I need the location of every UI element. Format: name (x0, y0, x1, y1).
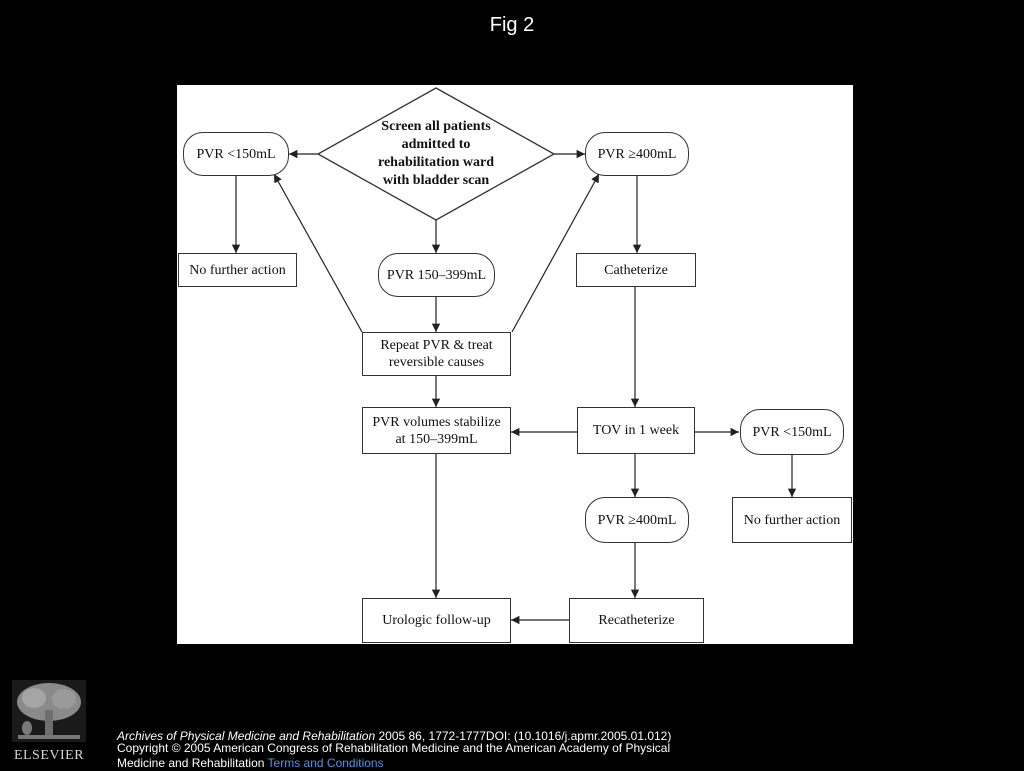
citation-details: 2005 86, 1772-1777DOI: (10.1016/j.apmr.2… (375, 729, 672, 743)
pvr-stabilize-node: PVR volumes stabilize at 150–399mL (362, 407, 511, 454)
screen-line-3: rehabilitation ward (377, 155, 495, 170)
pvr-high-bottom-node: PVR ≥400mL (585, 497, 689, 543)
journal-name: Archives of Physical Medicine and Rehabi… (117, 729, 376, 743)
screen-line-1: Screen all patients (381, 119, 491, 134)
screen-patients-text: Screen all patients admitted to rehabili… (348, 118, 524, 190)
arrow-repeat-to-high (511, 173, 600, 333)
arrow-repeat-to-low (273, 173, 363, 333)
urologic-followup-node: Urologic follow-up (362, 598, 511, 643)
flowchart-figure: Screen all patients admitted to rehabili… (177, 85, 853, 644)
elsevier-logo: ELSEVIER (10, 680, 88, 764)
terms-and-conditions-link[interactable]: Terms and Conditions (267, 756, 384, 770)
stabilize-line-2: at 150–399mL (395, 431, 478, 447)
repeat-pvr-line-1: Repeat PVR & treat (380, 338, 493, 353)
tov-node: TOV in 1 week (577, 407, 695, 454)
copyright-notice: Copyright © 2005 American Congress of Re… (117, 741, 717, 771)
copyright-text: Copyright © 2005 American Congress of Re… (117, 741, 671, 770)
screen-line-4: with bladder scan (382, 173, 490, 188)
citation: Archives of Physical Medicine and Rehabi… (117, 729, 717, 744)
no-further-action-right-node: No further action (732, 497, 852, 543)
pvr-low-top-node: PVR <150mL (183, 132, 289, 176)
screen-line-2: admitted to (401, 137, 471, 152)
recatheterize-node: Recatheterize (569, 598, 704, 643)
elsevier-tree-icon (12, 680, 86, 742)
stabilize-line-1: PVR volumes stabilize (372, 414, 501, 430)
repeat-pvr-node: Repeat PVR & treat reversible causes (362, 332, 511, 376)
elsevier-wordmark: ELSEVIER (13, 748, 85, 763)
pvr-mid-node: PVR 150–399mL (378, 253, 495, 297)
catheterize-node: Catheterize (576, 253, 696, 287)
flowchart-connectors (231, 87, 797, 625)
pvr-high-top-node: PVR ≥400mL (585, 132, 689, 176)
no-further-action-left-node: No further action (178, 253, 297, 287)
pvr-low-right-node: PVR <150mL (740, 409, 844, 455)
repeat-pvr-line-2: reversible causes (388, 355, 485, 370)
slide-title: Fig 2 (489, 14, 535, 36)
